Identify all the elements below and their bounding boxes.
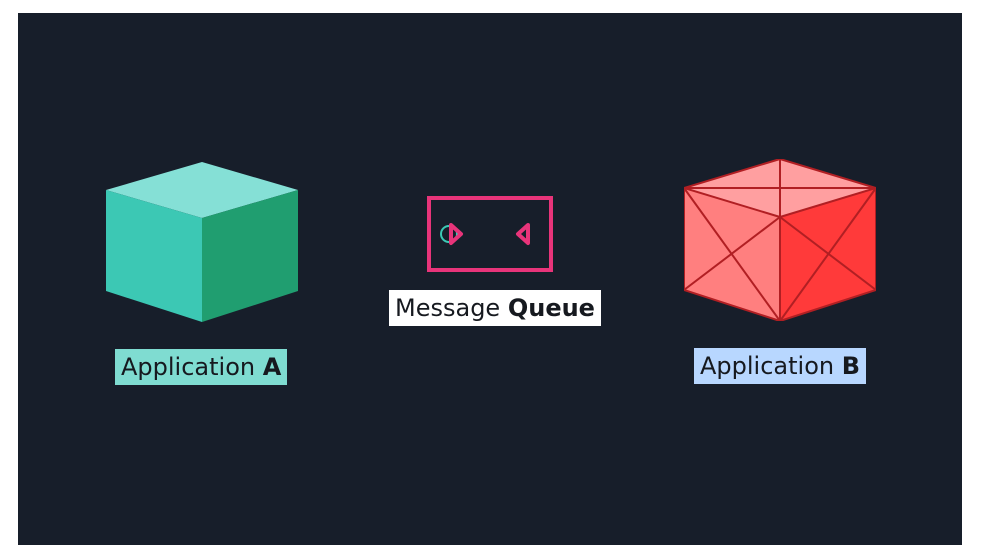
application-b-cube-icon (684, 159, 876, 321)
queue-arrow-left-icon (516, 223, 530, 245)
application-b-label-text: Application (700, 352, 835, 380)
message-queue-label-text: Message (395, 294, 501, 322)
queue-box (427, 196, 553, 272)
application-b-label: Application B (694, 348, 867, 384)
application-b-label-bold: B (841, 352, 861, 380)
application-a-cube-right (202, 190, 298, 322)
application-b-cube-edges (684, 159, 876, 321)
application-a-label: Application A (115, 349, 288, 385)
message-queue-label-bold: Queue (507, 294, 595, 322)
application-a-label-bold: A (262, 353, 282, 381)
application-a-label-text: Application (121, 353, 256, 381)
message-queue-label: Message Queue (389, 290, 601, 326)
message-queue-icon (427, 196, 553, 272)
queue-arrow-right-icon (449, 223, 463, 245)
application-a-cube-left (106, 190, 202, 322)
application-a-cube-icon (106, 162, 298, 322)
diagram-canvas: Message Queue Application A Application … (18, 13, 962, 545)
